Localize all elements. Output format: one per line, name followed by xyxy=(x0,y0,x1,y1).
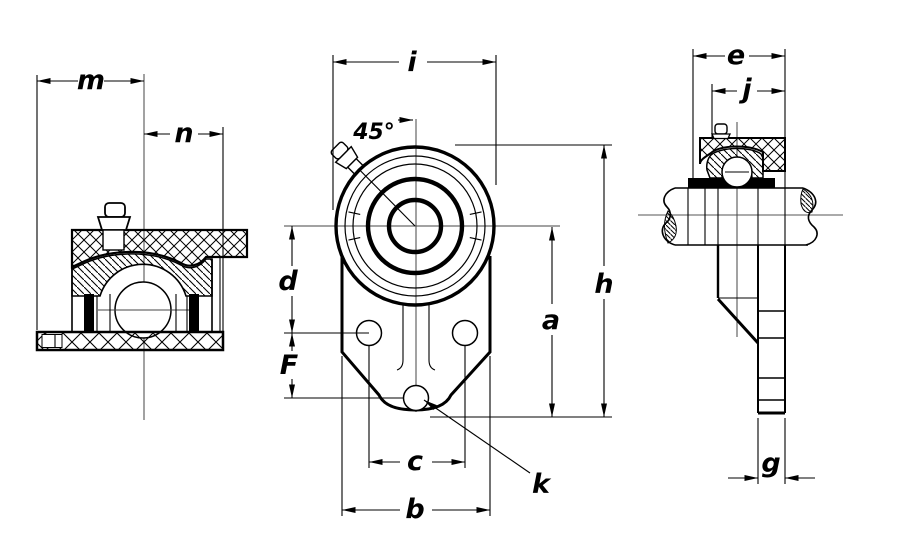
dim-label-d: d xyxy=(278,266,298,297)
extension-lines xyxy=(332,55,497,210)
hole-edge-lines xyxy=(758,310,785,401)
bolt-hole-right xyxy=(451,319,479,347)
shaft-edges xyxy=(675,187,808,246)
left-seal xyxy=(84,294,94,332)
grease-fitting-hex xyxy=(96,216,132,231)
leader-line xyxy=(423,399,531,474)
left-section-view: m n xyxy=(35,65,249,420)
base-flange-section xyxy=(35,330,225,352)
dim-label-g: g xyxy=(761,448,780,479)
front-view: 45° i d F a xyxy=(278,47,619,525)
insert-outer-circle xyxy=(352,163,478,289)
extension-lines xyxy=(692,49,786,178)
dim-label-F: F xyxy=(280,350,299,381)
dim-label-c: c xyxy=(407,446,423,477)
dimension-n: n xyxy=(144,118,224,332)
label-mask xyxy=(537,304,566,335)
dimension-b: b xyxy=(341,356,491,525)
grease-fitting-hex-side xyxy=(710,133,732,140)
grease-fitting-cap xyxy=(330,141,349,160)
housing-outer-circle xyxy=(334,145,496,307)
dim-label-h: h xyxy=(594,269,613,300)
extension-lines xyxy=(757,418,786,484)
dim-label-k: k xyxy=(532,469,552,500)
dim-label-j: j xyxy=(738,74,752,105)
grease-fitting-front xyxy=(330,141,365,176)
dim-label-i: i xyxy=(407,47,417,78)
dim-label-e: e xyxy=(727,40,745,71)
callout-45deg: 45° xyxy=(352,117,413,145)
dimension-g: g xyxy=(728,418,815,484)
flange-plate-edges xyxy=(757,245,786,413)
cast-slot-lines xyxy=(396,304,436,371)
inner-race-circle xyxy=(365,176,465,276)
race-lines xyxy=(96,294,188,332)
dimension-d: d xyxy=(278,226,369,334)
dimension-j: j xyxy=(711,74,785,138)
extension-lines xyxy=(368,346,466,468)
grease-fitting-cap-side xyxy=(714,123,728,135)
grease-fitting-cap xyxy=(104,202,126,218)
dimension-h: h xyxy=(430,144,619,418)
bore-circle xyxy=(386,197,444,255)
grease-fitting-shank xyxy=(102,229,125,251)
bolt-hole-bottom xyxy=(402,384,430,412)
dim-label-n: n xyxy=(174,118,193,149)
base-slot xyxy=(41,334,63,348)
right-seal xyxy=(189,294,199,332)
dimension-a: a xyxy=(537,227,566,417)
dimension-i: i xyxy=(332,47,497,210)
extension-lines xyxy=(341,356,491,516)
shaft-break-right xyxy=(802,187,818,246)
dim-label-a: a xyxy=(542,305,560,336)
dimension-e: e xyxy=(692,40,786,178)
housing-inner-circle xyxy=(344,155,486,297)
dimension-c: c xyxy=(368,346,466,477)
rib-diagonal xyxy=(716,297,760,345)
edges-through-shaft xyxy=(687,171,786,245)
dim-label-b: b xyxy=(405,494,424,525)
dim-label-45: 45° xyxy=(352,120,395,145)
callout-k: k xyxy=(423,399,552,500)
label-mask xyxy=(590,266,619,299)
dimension-m: m xyxy=(36,65,144,330)
shaft-break-right-hatch xyxy=(800,188,814,214)
dimension-F: F xyxy=(280,333,404,399)
insert-ring-ticks xyxy=(348,211,482,241)
dim-label-m: m xyxy=(77,65,105,96)
side-view: e j g xyxy=(638,40,843,484)
shaft-break-left-hatch xyxy=(664,210,677,244)
